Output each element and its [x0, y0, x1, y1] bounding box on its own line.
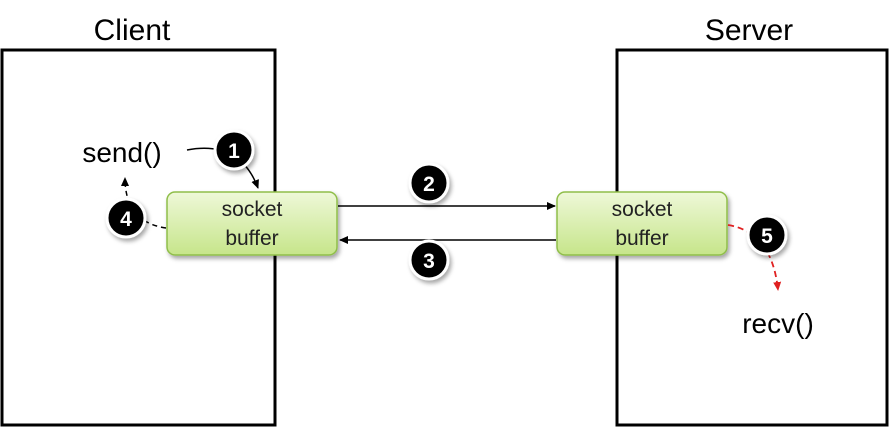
svg-text:1: 1: [228, 140, 240, 163]
server-buffer-label-line1: socket: [612, 198, 673, 221]
client-title: Client: [94, 14, 171, 47]
svg-text:5: 5: [761, 225, 773, 248]
client-socket-buffer: socket buffer: [166, 191, 338, 256]
client-buffer-label-line2: buffer: [225, 227, 278, 250]
send-call-label: send(): [82, 137, 161, 168]
step-badge-4: 4: [105, 197, 147, 239]
step-badge-5: 5: [746, 214, 788, 256]
step-badge-2: 2: [408, 162, 450, 204]
arrow-buffer-to-send: [121, 177, 167, 229]
step-badge-1: 1: [213, 129, 255, 171]
recv-call-label: recv(): [742, 308, 814, 339]
server-title: Server: [705, 14, 793, 47]
server-socket-buffer: socket buffer: [556, 191, 728, 256]
step-badge-3: 3: [408, 239, 450, 281]
svg-text:2: 2: [423, 173, 435, 196]
client-buffer-label-line1: socket: [222, 198, 283, 221]
svg-text:4: 4: [120, 208, 132, 231]
svg-text:3: 3: [423, 250, 435, 273]
server-buffer-label-line2: buffer: [615, 227, 668, 250]
